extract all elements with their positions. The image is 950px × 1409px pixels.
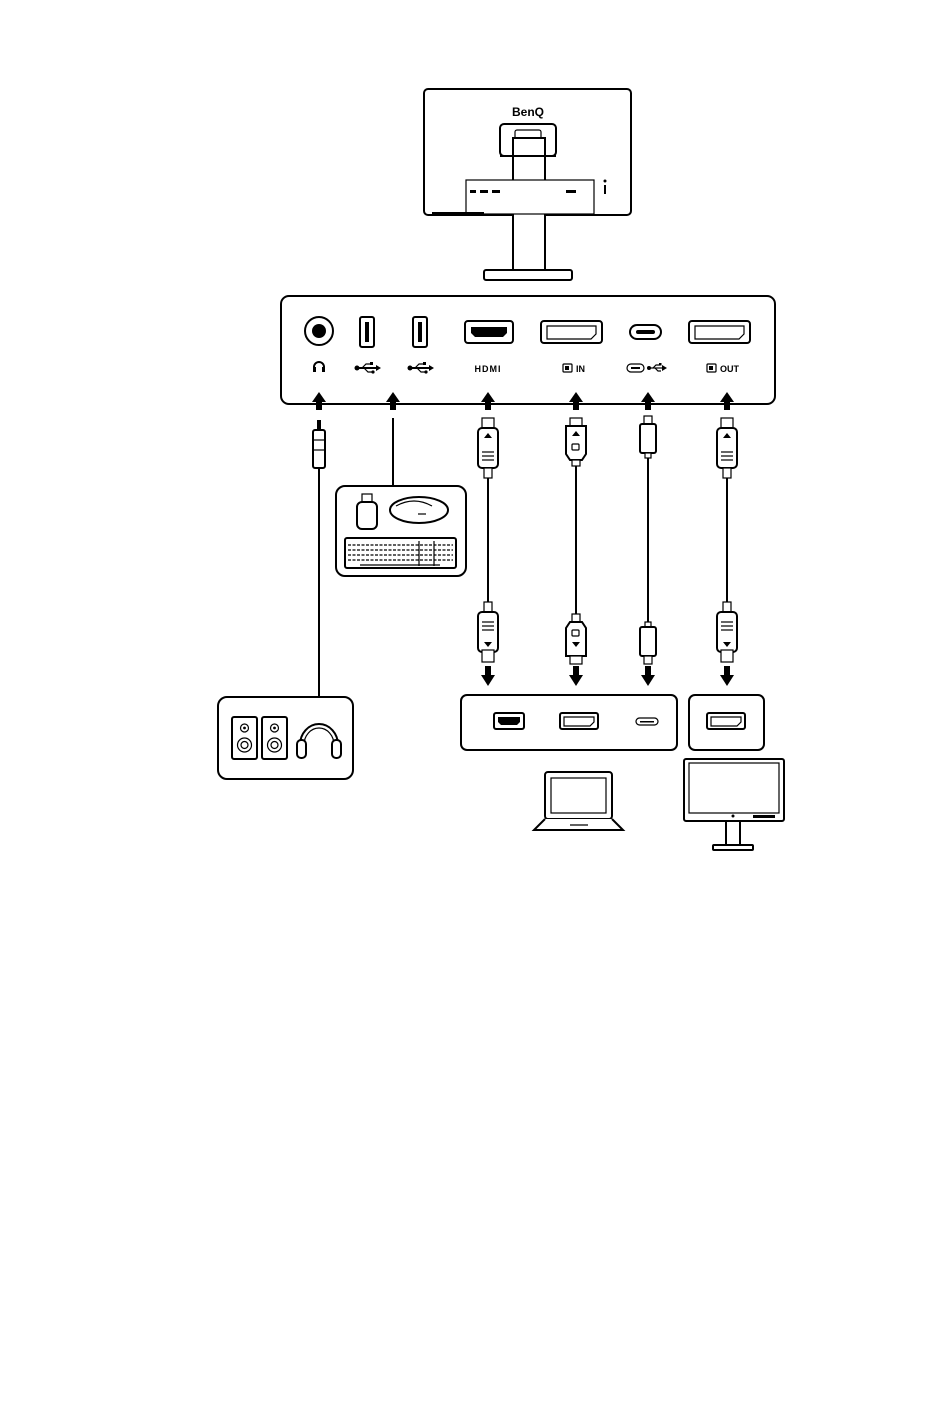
hdmi-port [465,321,513,343]
second-monitor-port-panel [689,695,764,750]
hdmi-cable [478,418,498,662]
usb-c-port [630,325,661,339]
usb-a-port-2 [413,317,427,347]
monitor-brand-logo: BenQ [512,105,544,119]
mouse-icon [390,497,448,523]
displayport-out-cable [717,418,737,662]
usb-peripherals [336,418,466,576]
displayport-in-label: IN [576,364,585,374]
hdmi-port-label: HDMI [475,364,502,374]
usb-a-port-1 [360,317,374,347]
speaker-icon [232,717,257,759]
laptop-displayport-port [560,713,598,729]
displayport-in-cable [566,418,586,664]
laptop-icon [534,772,623,830]
displayport-icon [563,364,572,372]
laptop-port-panel [461,695,677,750]
laptop-hdmi-port [494,713,524,729]
speaker-icon [262,717,287,759]
headphone-jack-port [305,317,333,345]
displayport-out-label: OUT [720,364,740,374]
displayport-out-port [689,321,750,343]
connection-arrows-down [481,666,734,686]
second-monitor-displayport-port [707,713,745,729]
keyboard-icon [345,538,456,568]
displayport-icon [707,364,716,372]
audio-cable [313,420,325,697]
monitor-icon [684,759,784,850]
rear-port-panel: HDMI IN [281,296,775,404]
audio-devices [218,697,353,779]
monitor-rear-view-icon: BenQ [424,89,631,280]
usb-c-icon [627,364,644,372]
usb-c-cable [640,416,656,664]
displayport-in-port [541,321,602,343]
laptop-usb-c-port [636,718,658,725]
